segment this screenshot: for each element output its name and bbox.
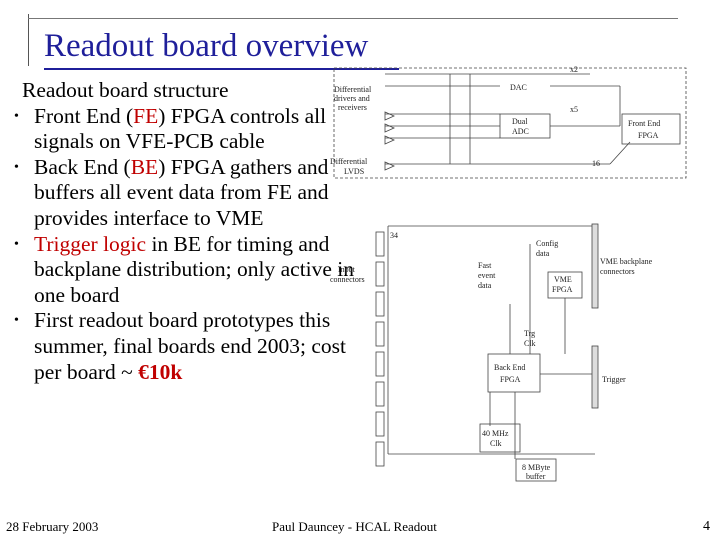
bullet-text-segment: FE <box>133 103 159 128</box>
arrow-in-4 <box>384 161 395 171</box>
vme-backplane-bar <box>591 223 599 309</box>
slide-title: Readout board overview <box>44 28 369 64</box>
connector-1 <box>375 231 385 257</box>
fe-board-outline <box>333 67 687 179</box>
bullet-text-segment: Back End ( <box>34 154 131 179</box>
fast-event-label-3: data <box>478 281 492 290</box>
connector-8 <box>375 441 385 467</box>
buffer-label-2: buffer <box>526 472 546 481</box>
bullet-dot-icon: • <box>14 108 19 124</box>
connector-6 <box>375 381 385 407</box>
front-end-fpga-label-1: Front End <box>628 119 660 128</box>
bullet-dot-icon: • <box>14 236 19 252</box>
input-connectors-label-2: connectors <box>330 275 365 284</box>
vme-fpga-label-2: FPGA <box>552 285 573 294</box>
trg-clk-label-1: Trg <box>524 329 535 338</box>
arrow-in-3 <box>384 135 395 145</box>
bullet-text-segment: Trigger logic <box>34 231 147 256</box>
diff-drivers-label-2: drivers and <box>334 94 370 103</box>
buffer-box <box>515 458 557 482</box>
dual-adc-label-2: ADC <box>512 127 529 136</box>
back-end-fpga-label-1: Back End <box>494 363 525 372</box>
connector-5 <box>375 351 385 377</box>
readout-board-diagram: x2 DAC x5 Differential drivers and recei… <box>330 65 687 482</box>
page-number: 4 <box>703 519 710 534</box>
bullet-text-segment: ) FPGA controls all signals on VFE-PCB c… <box>34 103 327 154</box>
fast-event-label-1: Fast <box>478 261 492 270</box>
diff-lvds-label-2: LVDS <box>344 167 364 176</box>
bullet-text-segment: BE <box>130 154 159 179</box>
config-data-label-2: data <box>536 249 550 258</box>
config-data-label-1: Config <box>536 239 558 248</box>
fast-event-label-2: event <box>478 271 496 280</box>
connector-3 <box>375 291 385 317</box>
bullet-dot-icon: • <box>14 313 19 329</box>
connector-7 <box>375 411 385 437</box>
x5-label: x5 <box>570 105 578 114</box>
vme-connectors-label-2: connectors <box>600 267 635 276</box>
bus34-label: 34 <box>390 231 398 240</box>
footer-date: 28 February 2003 <box>6 519 99 534</box>
diff-drivers-label-1: Differential <box>334 85 372 94</box>
adc-box <box>499 113 551 139</box>
bus16-label: 16 <box>592 159 600 168</box>
trigger-label: Trigger <box>602 375 626 384</box>
bullet-dot-icon: • <box>14 159 19 175</box>
footer-presenter: Paul Dauncey - HCAL Readout <box>272 519 437 534</box>
bullet-item: • First readout board prototypes this sum… <box>14 308 357 385</box>
bullet-list: • Front End (FE) FPGA controls all signal… <box>14 103 357 386</box>
bullet-text-segment: €10k <box>138 359 183 384</box>
bullet-item: • Trigger logic in BE for timing and back… <box>14 231 357 309</box>
clock-box <box>479 423 521 453</box>
slide-body: Readout board structure •Front End (FE) … <box>14 78 357 386</box>
diff-lvds-label-1: Differential <box>330 157 368 166</box>
trg-clk-label-2: Clk <box>524 339 536 348</box>
front-end-fpga-box <box>621 113 681 145</box>
dual-adc-label-1: Dual <box>512 117 528 126</box>
corner-decoration-vertical <box>28 14 29 66</box>
arrow-in-1 <box>384 111 395 121</box>
vme-fpga-label-1: VME <box>554 275 572 284</box>
bullet-text-segment: Front End ( <box>34 103 134 128</box>
back-end-fpga-box <box>487 353 541 393</box>
input-connectors-label-1: Input <box>338 265 356 274</box>
bullet-text-segment: in BE for timing and backplane distribut… <box>34 231 355 307</box>
clk-40-label-2: Clk <box>490 439 502 448</box>
clk-40-label-1: 40 MHz <box>482 429 509 438</box>
bullet-text-segment: First readout board prototypes this summ… <box>34 308 347 384</box>
connector-4 <box>375 321 385 347</box>
diff-drivers-label-3: receivers <box>338 103 367 112</box>
connector-2 <box>375 261 385 287</box>
title-underline <box>44 68 399 70</box>
back-end-fpga-label-2: FPGA <box>500 375 521 384</box>
lvds-to-fe-line <box>609 141 631 165</box>
buffer-label-1: 8 MByte <box>522 463 551 472</box>
bullet-item: • Back End (BE) FPGA gathers and buffers … <box>14 154 357 232</box>
vme-connectors-label-1: VME backplane <box>600 257 653 266</box>
bullet-item: • Front End (FE) FPGA controls all signal… <box>14 103 357 155</box>
dac-label: DAC <box>510 83 527 92</box>
section-heading: Readout board structure <box>22 78 229 102</box>
front-end-fpga-label-2: FPGA <box>638 131 659 140</box>
corner-decoration-horizontal <box>28 18 678 19</box>
arrow-in-2 <box>384 123 395 133</box>
trigger-bar <box>591 345 599 409</box>
bullet-text-segment: ) FPGA gathers and buffers all event dat… <box>34 154 329 230</box>
x2-label: x2 <box>570 65 578 74</box>
